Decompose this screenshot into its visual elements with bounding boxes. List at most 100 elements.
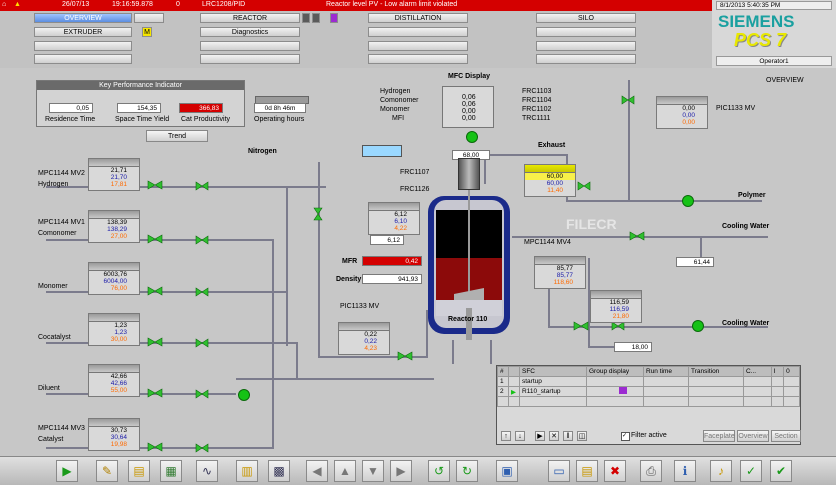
nav-blank-3[interactable] bbox=[536, 27, 636, 37]
trend-button[interactable]: Trend bbox=[146, 130, 208, 142]
cooling-valve-1[interactable] bbox=[629, 231, 645, 241]
hand-valve[interactable] bbox=[195, 443, 209, 453]
nav-blank-6[interactable] bbox=[368, 41, 468, 51]
nav-diagnostics[interactable]: Diagnostics bbox=[200, 27, 300, 37]
filter-checkbox[interactable]: ✓ bbox=[621, 432, 630, 441]
redo-icon[interactable]: ↻ bbox=[456, 460, 478, 482]
exhaust-faceplate[interactable]: 60,00 60,00 11,40 bbox=[524, 164, 576, 197]
acknowledge-icon[interactable]: ✓ bbox=[740, 460, 762, 482]
top-right-valve[interactable] bbox=[621, 95, 635, 105]
nav-blank-9[interactable] bbox=[200, 54, 300, 64]
agitator-motor-pump[interactable] bbox=[466, 131, 478, 143]
ratio-faceplate[interactable]: 6,12 6,10 4,22 bbox=[368, 202, 420, 235]
trend-icon[interactable]: ∿ bbox=[196, 460, 218, 482]
section-button[interactable]: Section bbox=[771, 430, 801, 442]
feed-faceplate[interactable]: 1,23 1,23 30,00 bbox=[88, 313, 140, 346]
nav-distillation[interactable]: DISTILLATION bbox=[368, 13, 468, 23]
nav-blank-2[interactable] bbox=[368, 27, 468, 37]
polymer-pump[interactable] bbox=[682, 195, 694, 207]
feed-faceplate[interactable]: 6003,76 6004,00 76,00 bbox=[88, 262, 140, 295]
hand-valve[interactable] bbox=[195, 235, 209, 245]
hand-valve[interactable] bbox=[195, 338, 209, 348]
feed-faceplate[interactable]: 21,71 21,70 17,81 bbox=[88, 158, 140, 191]
nav-overview[interactable]: OVERVIEW bbox=[34, 13, 132, 23]
frc-status-box[interactable] bbox=[362, 145, 402, 157]
faceplate-button[interactable]: Faceplate bbox=[703, 430, 735, 442]
hand-valve[interactable] bbox=[195, 287, 209, 297]
cooling-faceplate-1[interactable]: 85,77 85,77 118,60 bbox=[534, 256, 586, 289]
nav-blank-5[interactable] bbox=[200, 41, 300, 51]
sfc-row[interactable]: 2▶R110_startup bbox=[497, 386, 800, 397]
nav-blank-11[interactable] bbox=[536, 54, 636, 64]
up-arrow-icon[interactable]: ▲ bbox=[334, 460, 356, 482]
nav-reactor[interactable]: REACTOR bbox=[200, 13, 300, 23]
nav-blank-10[interactable] bbox=[368, 54, 468, 64]
move-up-icon[interactable]: ↑ bbox=[501, 431, 511, 441]
move-down-icon[interactable]: ↓ bbox=[515, 431, 525, 441]
hand-valve[interactable] bbox=[195, 181, 209, 191]
grid-icon[interactable]: ▩ bbox=[268, 460, 290, 482]
operator-display[interactable]: Operator1 bbox=[716, 56, 832, 66]
nav-blank-4[interactable] bbox=[34, 41, 132, 51]
info-icon[interactable]: ℹ bbox=[674, 460, 696, 482]
window-icon[interactable]: ▭ bbox=[548, 460, 570, 482]
feed-faceplate[interactable]: 30,73 30,64 19,98 bbox=[88, 418, 140, 451]
screen-icon[interactable]: ▣ bbox=[496, 460, 518, 482]
undo-icon[interactable]: ↺ bbox=[428, 460, 450, 482]
alarm-line[interactable]: ⌂ ▲ 26/07/13 19:16:59.878 0 LRC1208/PID … bbox=[0, 0, 712, 11]
mfc-row-value: 0,06 bbox=[462, 94, 476, 101]
nav-blank-7[interactable] bbox=[536, 41, 636, 51]
tools-icon[interactable]: ✎ bbox=[96, 460, 118, 482]
pause-icon[interactable]: ‖ bbox=[563, 431, 573, 441]
overview-button[interactable]: Overview bbox=[737, 430, 769, 442]
nav-blank-8[interactable] bbox=[34, 54, 132, 64]
cooling-faceplate-2[interactable]: 116,59 116,59 21,80 bbox=[590, 290, 642, 323]
control-valve[interactable] bbox=[147, 442, 163, 452]
right-arrow-icon[interactable]: ▶ bbox=[390, 460, 412, 482]
cooling-hand-valve[interactable] bbox=[611, 321, 625, 331]
top-right-faceplate[interactable]: 0,00 0,00 0,00 bbox=[656, 96, 708, 129]
diluent-pump[interactable] bbox=[238, 389, 250, 401]
pic-faceplate[interactable]: 0,22 0,22 4,23 bbox=[338, 322, 390, 355]
nav-extruder[interactable]: EXTRUDER bbox=[34, 27, 132, 37]
pic-valve[interactable] bbox=[397, 351, 413, 361]
folder-icon[interactable]: ▤ bbox=[128, 460, 150, 482]
reactor-vessel[interactable] bbox=[426, 188, 512, 340]
cooling-valve-2[interactable] bbox=[573, 321, 589, 331]
speaker-icon[interactable]: ♪ bbox=[710, 460, 732, 482]
report-icon[interactable]: ▥ bbox=[236, 460, 258, 482]
print-icon[interactable]: ⎙ bbox=[640, 460, 662, 482]
save-icon[interactable]: ▤ bbox=[576, 460, 598, 482]
down-arrow-icon[interactable]: ▼ bbox=[362, 460, 384, 482]
control-valve[interactable] bbox=[147, 337, 163, 347]
feed-faceplate[interactable]: 138,39 138,29 27,00 bbox=[88, 210, 140, 243]
play-icon[interactable]: ▶ bbox=[56, 460, 78, 482]
left-arrow-icon[interactable]: ◀ bbox=[306, 460, 328, 482]
agitator-motor[interactable] bbox=[458, 158, 480, 190]
nav-blank-1[interactable] bbox=[134, 13, 164, 23]
step-icon[interactable]: ◫ bbox=[577, 431, 587, 441]
exhaust-valve[interactable] bbox=[577, 181, 591, 191]
home-icon[interactable]: ⌂ bbox=[2, 1, 7, 8]
nitrogen-valve[interactable] bbox=[313, 207, 323, 221]
pipe bbox=[296, 342, 298, 380]
control-valve[interactable] bbox=[147, 234, 163, 244]
control-valve[interactable] bbox=[147, 180, 163, 190]
operating-hours-label: Operating hours bbox=[254, 116, 305, 123]
document-icon[interactable]: ▦ bbox=[160, 460, 182, 482]
start-icon[interactable]: ▶ bbox=[535, 431, 545, 441]
feed-faceplate[interactable]: 42,66 42,66 55,00 bbox=[88, 364, 140, 397]
bell-icon[interactable]: ▲ bbox=[14, 1, 21, 8]
hand-valve[interactable] bbox=[195, 389, 209, 399]
control-valve[interactable] bbox=[147, 388, 163, 398]
nav-silo[interactable]: SILO bbox=[536, 13, 636, 23]
alarm-menu-bar: ⌂ ▲ 26/07/13 19:16:59.878 0 LRC1208/PID … bbox=[0, 0, 712, 68]
delete-icon[interactable]: ✖ bbox=[604, 460, 626, 482]
cooling-water-pump[interactable] bbox=[692, 320, 704, 332]
mpc-mv4-label: MPC1144 MV4 bbox=[524, 239, 571, 246]
marker-m[interactable]: M bbox=[142, 27, 152, 37]
stop-icon[interactable]: ✕ bbox=[549, 431, 559, 441]
acknowledge-all-icon[interactable]: ✔ bbox=[770, 460, 792, 482]
control-valve[interactable] bbox=[147, 286, 163, 296]
